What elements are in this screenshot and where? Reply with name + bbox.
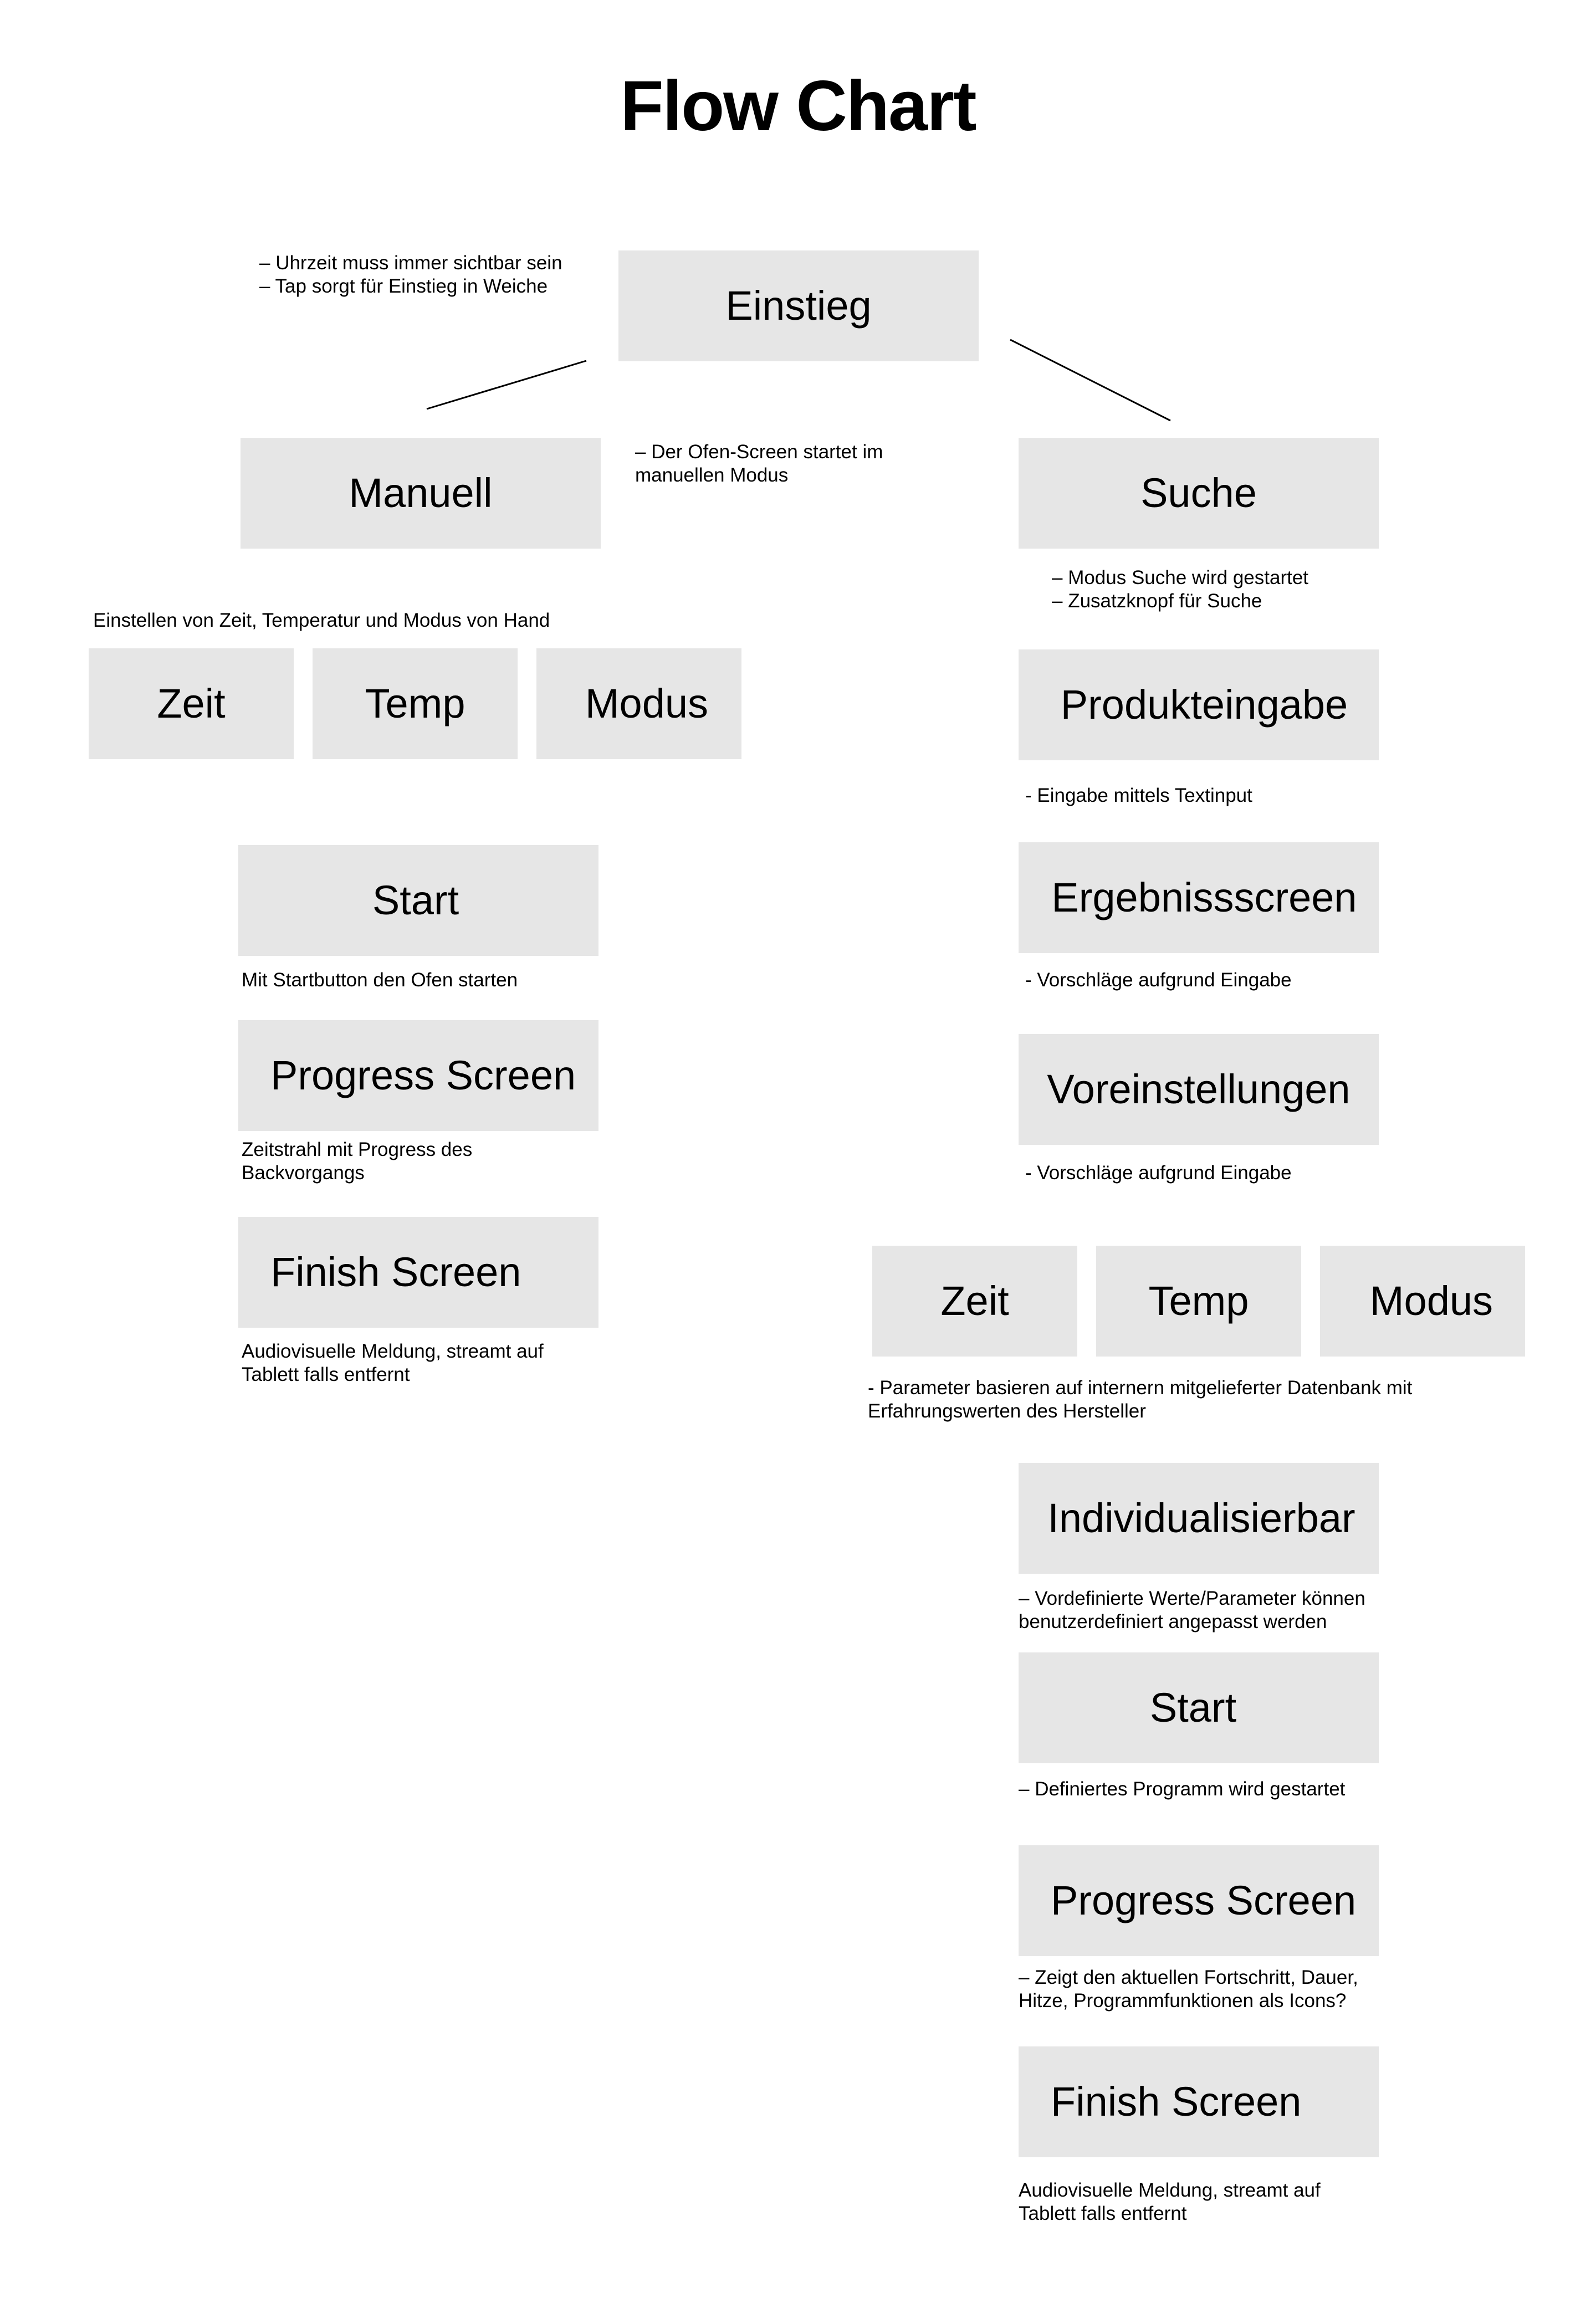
node-label: Einstieg [725,283,872,329]
note-ergebnisscreen: - Vorschläge aufgrund Eingabe [1025,969,1292,991]
note-manual-finish: Audiovisuelle Meldung, streamt auf Table… [242,1340,544,1385]
node-manual-temp[interactable]: Temp [313,648,518,759]
node-search-progress[interactable]: Progress Screen [1019,1845,1379,1956]
node-label: Progress Screen [1051,1877,1357,1923]
note-suche: – Modus Suche wird gestartet – Zusatzkno… [1052,567,1309,612]
connector-einstieg-suche [1010,339,1171,422]
node-label: Voreinstellungen [1047,1066,1351,1112]
node-voreinstellungen[interactable]: Voreinstellungen [1019,1034,1379,1145]
note-voreinstellungen: - Vorschläge aufgrund Eingabe [1025,1162,1292,1184]
node-label: Zeit [940,1278,1009,1324]
note-search-start: – Definiertes Programm wird gestartet [1019,1778,1346,1800]
node-suche[interactable]: Suche [1019,438,1379,549]
node-label: Start [1149,1685,1237,1731]
node-search-finish[interactable]: Finish Screen [1019,2046,1379,2157]
node-produkteingabe[interactable]: Produkteingabe [1019,649,1379,760]
node-manual-finish[interactable]: Finish Screen [238,1217,598,1328]
note-manuell: – Der Ofen-Screen startet im manuellen M… [635,441,883,486]
node-manual-modus[interactable]: Modus [536,648,741,759]
note-search-progress: – Zeigt den aktuellen Fortschritt, Dauer… [1019,1967,1358,2012]
node-label: Modus [585,680,708,726]
note-manual-params: Einstellen von Zeit, Temperatur und Modu… [93,610,550,631]
node-label: Ergebnissscreen [1051,874,1357,920]
node-label: Progress Screen [270,1052,576,1098]
node-label: Finish Screen [270,1249,521,1295]
node-label: Start [372,877,459,923]
node-label: Individualisierbar [1047,1495,1355,1541]
note-produkteingabe: - Eingabe mittels Textinput [1025,785,1252,806]
node-manual-start[interactable]: Start [238,845,598,956]
node-label: Zeit [157,680,226,726]
note-manual-start: Mit Startbutton den Ofen starten [242,969,518,991]
note-einstieg: – Uhrzeit muss immer sichtbar sein – Tap… [259,252,562,297]
node-search-start[interactable]: Start [1019,1652,1379,1763]
page-title: Flow Chart [620,66,976,146]
node-manual-progress[interactable]: Progress Screen [238,1020,598,1131]
note-manual-progress: Zeitstrahl mit Progress des Backvorgangs [242,1139,473,1184]
node-individualisierbar[interactable]: Individualisierbar [1019,1463,1379,1574]
node-label: Produkteingabe [1060,682,1348,728]
node-label: Manuell [349,470,493,516]
node-einstieg[interactable]: Einstieg [618,250,979,361]
node-label: Suche [1140,470,1257,516]
connector-einstieg-manuell [426,360,587,410]
note-individualisierbar: – Vordefinierte Werte/Parameter können b… [1019,1588,1365,1632]
node-search-modus[interactable]: Modus [1320,1246,1525,1357]
node-manuell[interactable]: Manuell [241,438,601,549]
note-search-params: - Parameter basieren auf internern mitge… [868,1377,1413,1422]
node-label: Finish Screen [1051,2079,1302,2125]
node-search-zeit[interactable]: Zeit [872,1246,1077,1357]
node-ergebnisscreen[interactable]: Ergebnissscreen [1019,842,1379,953]
node-label: Modus [1369,1278,1493,1324]
note-search-finish: Audiovisuelle Meldung, streamt auf Table… [1019,2179,1321,2224]
node-search-temp[interactable]: Temp [1096,1246,1301,1357]
node-label: Temp [1148,1278,1249,1324]
node-label: Temp [365,680,466,726]
node-manual-zeit[interactable]: Zeit [89,648,294,759]
